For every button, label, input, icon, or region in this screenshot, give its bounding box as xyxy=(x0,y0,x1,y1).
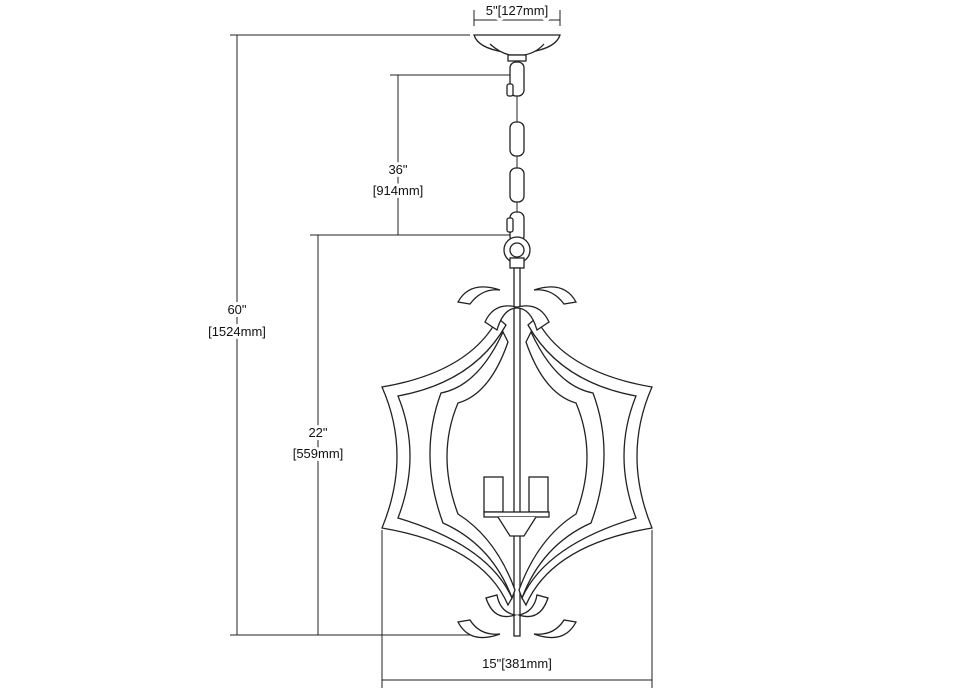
center-stem xyxy=(513,267,521,637)
chain xyxy=(503,61,531,269)
dimension-lines xyxy=(230,10,653,688)
overall-height-in-label: 60" xyxy=(227,302,246,317)
fixture-height-mm-label: [559mm] xyxy=(293,446,344,461)
canopy-width-label: 5"[127mm] xyxy=(486,3,548,18)
overall-height-mm-label: [1524mm] xyxy=(208,324,266,339)
frame-right xyxy=(513,286,653,639)
candle-cluster xyxy=(483,476,550,537)
fixture-width-label: 15"[381mm] xyxy=(482,656,552,671)
canopy xyxy=(473,34,561,62)
frame-left xyxy=(381,286,521,639)
chain-length-mm-label: [914mm] xyxy=(373,183,424,198)
chain-length-in-label: 36" xyxy=(388,162,407,177)
fixture-height-in-label: 22" xyxy=(308,425,327,440)
